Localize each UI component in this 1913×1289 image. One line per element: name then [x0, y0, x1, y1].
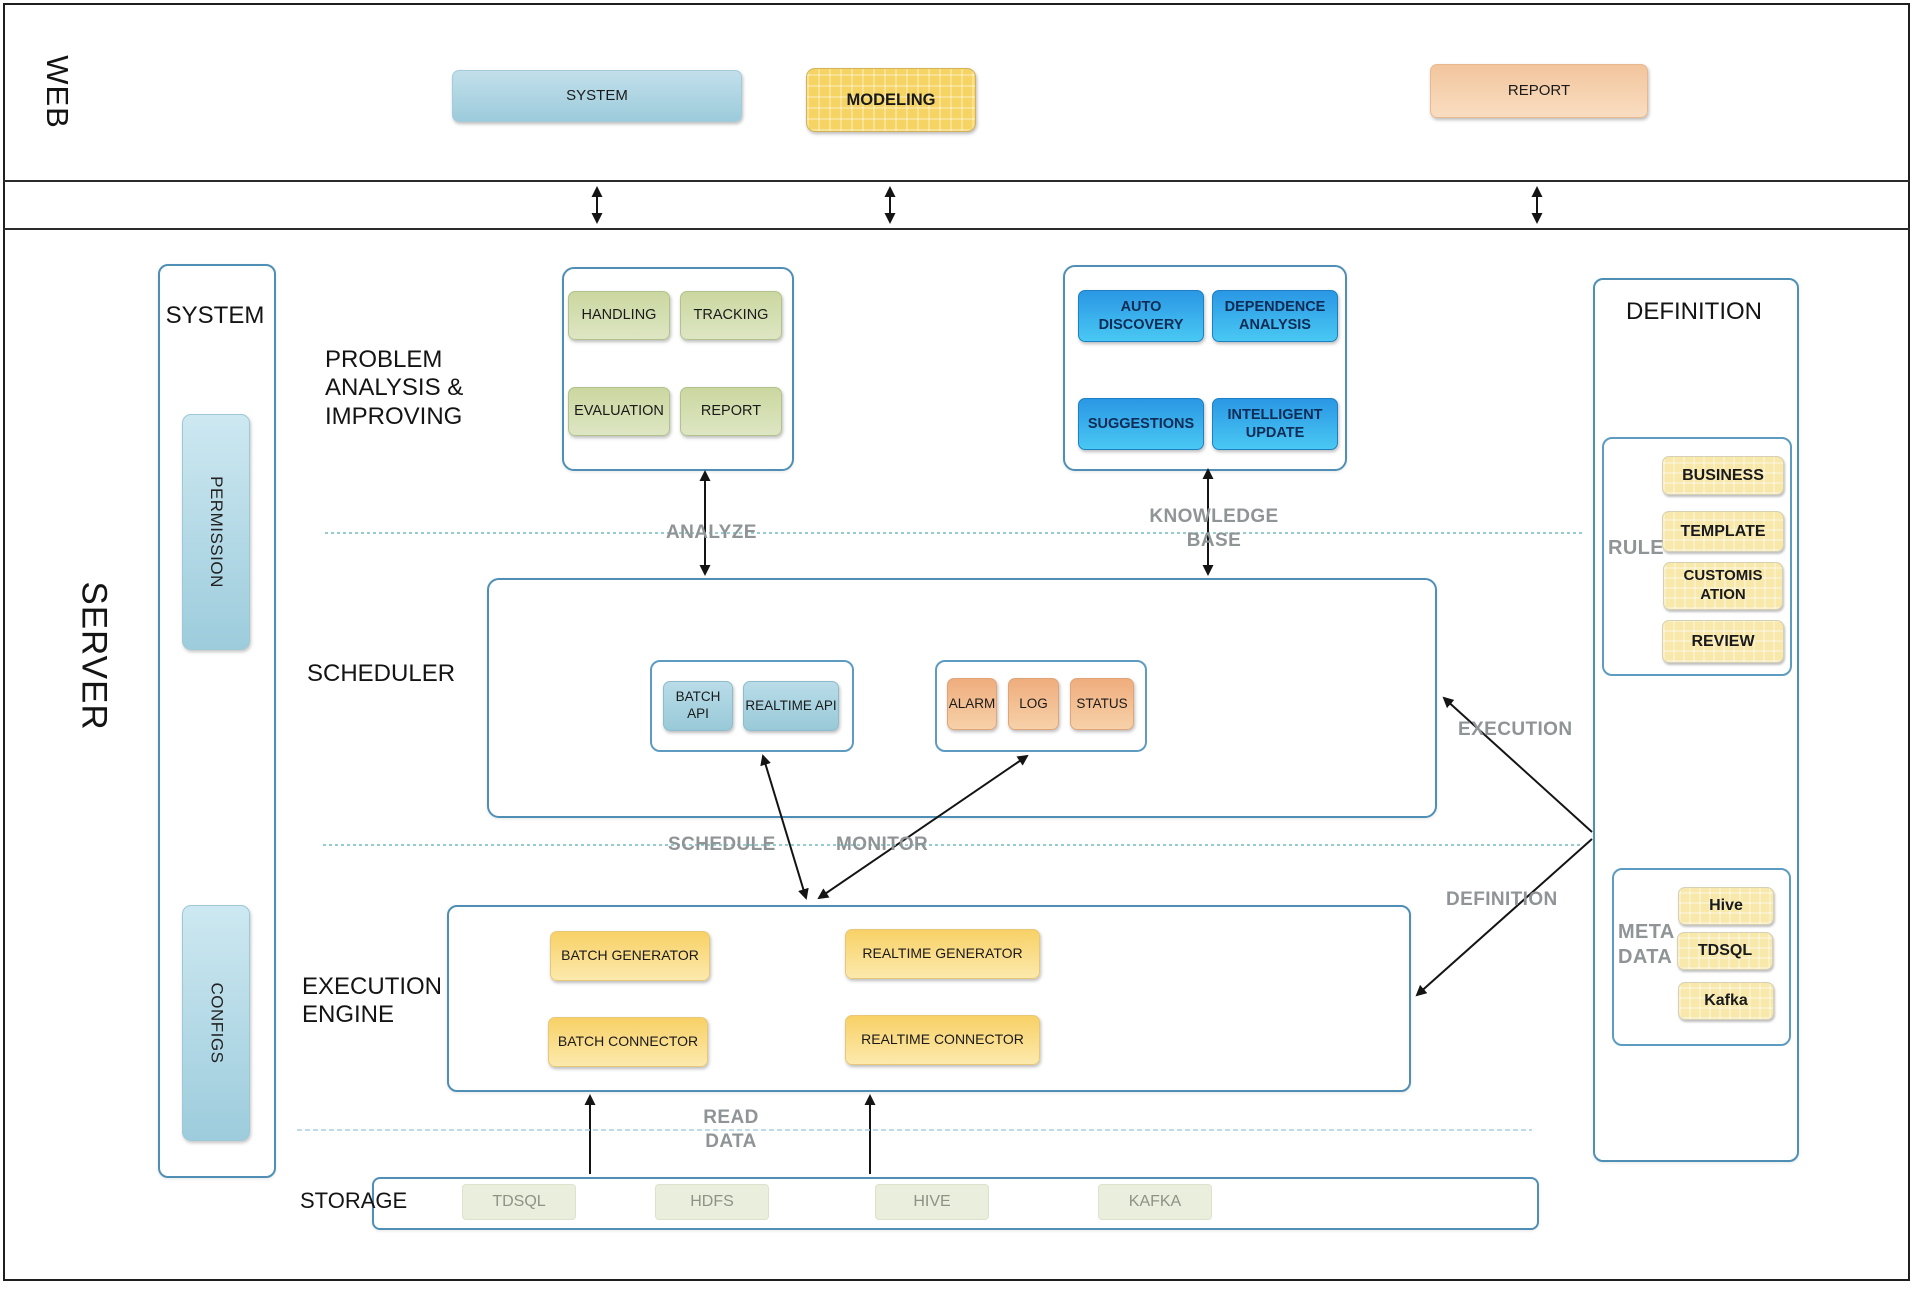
realtime-connector-node[interactable]: REALTIME CONNECTOR — [845, 1015, 1040, 1065]
outer-frame — [3, 3, 1910, 1281]
auto-discovery-label: AUTO DISCOVERY — [1098, 298, 1184, 333]
rule-business-label: BUSINESS — [1682, 466, 1764, 484]
batch-generator-label: BATCH GENERATOR — [561, 947, 699, 964]
storage-tdsql-node[interactable]: TDSQL — [462, 1184, 576, 1220]
analyze-flow-label: ANALYZE — [666, 522, 757, 543]
storage-hive-node[interactable]: HIVE — [875, 1184, 989, 1220]
report-label: REPORT — [700, 403, 762, 420]
storage-kafka-label: KAFKA — [1128, 1193, 1182, 1210]
configs-label: CONFIGS — [207, 982, 227, 1064]
realtime-api-node[interactable]: REALTIME API — [743, 681, 839, 731]
server-band-label-text: SERVER — [75, 581, 114, 731]
permission-node[interactable]: PERMISSION — [182, 414, 250, 650]
server-band-divider — [3, 228, 1910, 230]
tracking-label: TRACKING — [693, 307, 769, 324]
storage-hive-label: HIVE — [913, 1193, 951, 1210]
intelligent-update-label: INTELLIGENT UPDATE — [1227, 406, 1323, 441]
storage-title: STORAGE — [300, 1188, 408, 1213]
rule-template-label: TEMPLATE — [1680, 522, 1766, 540]
batch-api-node[interactable]: BATCH API — [663, 681, 733, 731]
report-node[interactable]: REPORT — [680, 387, 782, 436]
status-label: STATUS — [1076, 695, 1128, 711]
rule-customisation-label: CUSTOMIS ATION — [1683, 567, 1763, 603]
meta-kafka-label: Kafka — [1704, 992, 1748, 1009]
realtime-connector-label: REALTIME CONNECTOR — [861, 1031, 1024, 1048]
read-data-flow-label: READ DATA — [703, 1107, 759, 1152]
intelligent-update-node[interactable]: INTELLIGENT UPDATE — [1212, 398, 1338, 450]
web-modeling-label: MODELING — [846, 90, 936, 109]
storage-tdsql-label: TDSQL — [492, 1193, 546, 1210]
metadata-label: META DATA — [1618, 921, 1675, 968]
tracking-node[interactable]: TRACKING — [680, 291, 782, 340]
web-report-node[interactable]: REPORT — [1430, 64, 1648, 118]
web-system-label: SYSTEM — [566, 86, 628, 104]
alarm-label: ALARM — [948, 695, 996, 711]
sidebar-system-title: SYSTEM — [165, 302, 265, 329]
batch-connector-label: BATCH CONNECTOR — [557, 1033, 699, 1050]
web-modeling-node[interactable]: MODELING — [806, 68, 976, 132]
storage-hdfs-label: HDFS — [690, 1193, 734, 1210]
scheduler-title: SCHEDULER — [307, 660, 456, 687]
execution-flow-label: EXECUTION — [1458, 719, 1573, 740]
definition-flow-label: DEFINITION — [1446, 889, 1558, 910]
execution-engine-title: EXECUTION ENGINE — [302, 973, 443, 1029]
problem-analysis-title: PROBLEM ANALYSIS & IMPROVING — [325, 346, 464, 430]
web-report-label: REPORT — [1507, 81, 1571, 99]
handling-label: HANDLING — [581, 307, 657, 324]
web-band-label-text: WEB — [40, 55, 75, 129]
alarm-node[interactable]: ALARM — [947, 678, 997, 730]
realtime-api-label: REALTIME API — [745, 697, 837, 713]
knowledge-base-flow-label: KNOWLEDGE BASE — [1149, 506, 1279, 551]
handling-node[interactable]: HANDLING — [568, 291, 670, 340]
monitor-flow-label: MONITOR — [836, 834, 929, 855]
auto-discovery-node[interactable]: AUTO DISCOVERY — [1078, 290, 1204, 342]
suggestions-node[interactable]: SUGGESTIONS — [1078, 398, 1204, 450]
evaluation-label: EVALUATION — [574, 403, 664, 420]
status-node[interactable]: STATUS — [1070, 678, 1134, 730]
rule-review-node[interactable]: REVIEW — [1662, 620, 1784, 663]
rule-label: RULE — [1608, 537, 1665, 559]
meta-hive-label: Hive — [1709, 897, 1743, 914]
evaluation-node[interactable]: EVALUATION — [568, 387, 670, 436]
batch-api-label: BATCH API — [675, 689, 721, 721]
dependence-analysis-node[interactable]: DEPENDENCE ANALYSIS — [1212, 290, 1338, 342]
batch-connector-node[interactable]: BATCH CONNECTOR — [548, 1017, 708, 1067]
dependence-analysis-label: DEPENDENCE ANALYSIS — [1224, 298, 1326, 333]
suggestions-label: SUGGESTIONS — [1087, 415, 1195, 432]
log-label: LOG — [1019, 695, 1048, 711]
permission-label: PERMISSION — [207, 476, 226, 588]
realtime-generator-node[interactable]: REALTIME GENERATOR — [845, 929, 1040, 979]
web-band-label: WEB — [19, 55, 95, 129]
storage-kafka-node[interactable]: KAFKA — [1098, 1184, 1212, 1220]
realtime-generator-label: REALTIME GENERATOR — [862, 945, 1023, 962]
schedule-flow-label: SCHEDULE — [668, 834, 776, 855]
batch-generator-node[interactable]: BATCH GENERATOR — [550, 931, 710, 981]
log-node[interactable]: LOG — [1008, 678, 1059, 730]
rule-customisation-node[interactable]: CUSTOMIS ATION — [1663, 562, 1783, 610]
meta-tdsql-label: TDSQL — [1697, 942, 1753, 959]
server-band-label: SERVER — [26, 581, 162, 730]
rule-business-node[interactable]: BUSINESS — [1662, 456, 1784, 495]
meta-hive-node[interactable]: Hive — [1678, 887, 1774, 925]
storage-hdfs-node[interactable]: HDFS — [655, 1184, 769, 1220]
web-system-node[interactable]: SYSTEM — [452, 70, 742, 122]
rule-template-node[interactable]: TEMPLATE — [1662, 511, 1784, 552]
configs-node[interactable]: CONFIGS — [182, 905, 250, 1141]
meta-tdsql-node[interactable]: TDSQL — [1677, 932, 1773, 970]
definition-title: DEFINITION — [1626, 298, 1762, 325]
rule-review-label: REVIEW — [1691, 632, 1755, 650]
web-band-divider — [3, 180, 1910, 182]
meta-kafka-node[interactable]: Kafka — [1678, 982, 1774, 1020]
